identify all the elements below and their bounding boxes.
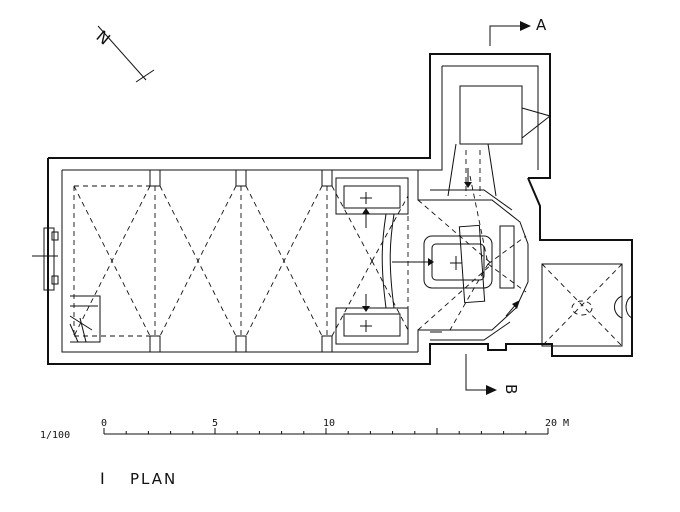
plan-title-block: I PLAN <box>100 469 177 488</box>
scale-bar: 1/100 0 5 10 20 M <box>40 418 569 441</box>
north-label: N <box>93 27 114 49</box>
scale-tick-label: 0 <box>101 418 107 429</box>
section-marker-a: A <box>489 16 547 46</box>
transept <box>335 177 409 345</box>
scale-tick-label: 10 <box>323 418 335 429</box>
tower <box>447 85 552 197</box>
scale-ratio: 1/100 <box>40 430 70 441</box>
plan-number: I <box>100 469 105 488</box>
nave-vaults <box>73 185 373 337</box>
plan-title: PLAN <box>130 470 177 488</box>
section-marker-b: B <box>465 354 520 395</box>
scale-tick-label: 20 M <box>545 418 569 429</box>
north-arrow: N <box>93 25 155 83</box>
section-b-label: B <box>502 384 520 394</box>
scale-tick-label: 5 <box>212 418 218 429</box>
section-a-label: A <box>536 16 547 34</box>
apse <box>392 170 529 352</box>
building-outline <box>32 53 633 365</box>
sacristy <box>505 263 633 347</box>
